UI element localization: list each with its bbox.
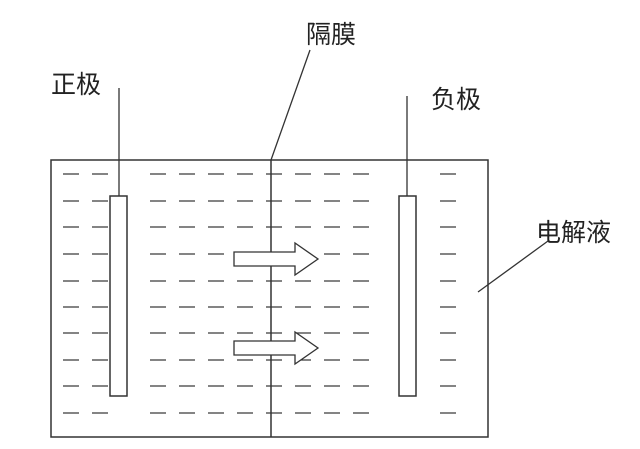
negative-electrode-label: 负极: [431, 85, 482, 114]
electrolyte-label: 电解液: [536, 218, 612, 247]
positive-electrode-label: 正极: [51, 70, 102, 99]
electrolyte-container: [50, 159, 489, 438]
ion-flow-arrow-lower: [233, 330, 320, 366]
negative-electrode-plate: [398, 195, 417, 397]
separator-leader-line: [270, 49, 311, 161]
electrolyte-dash-lines: [63, 173, 456, 414]
separator-label: 隔膜: [306, 20, 357, 49]
ion-flow-arrow-upper: [233, 241, 320, 277]
positive-electrode-plate: [109, 195, 128, 397]
electrolyte-leader-line: [477, 240, 549, 293]
